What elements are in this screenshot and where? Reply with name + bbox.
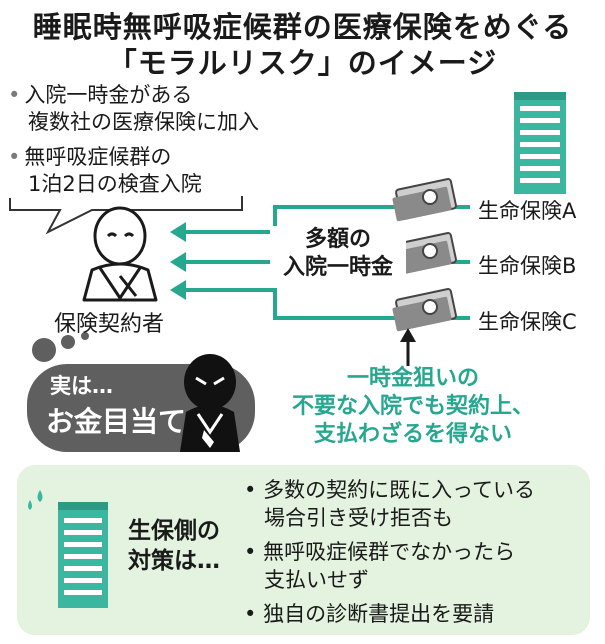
bullet-mark: • — [8, 145, 21, 169]
condition-2: •無呼吸症候群の 1泊2日の検査入院 — [8, 144, 202, 198]
building-icon-top — [514, 92, 566, 194]
measure-1-line-2: 場合引き受け拒否も — [264, 506, 453, 530]
thought-dots — [32, 332, 89, 362]
condition-1-line-2: 複数社の医療保険に加入 — [28, 110, 259, 134]
measures-title-line-2: 対策は… — [128, 548, 220, 574]
title-line-1: 睡眠時無呼吸症候群の医療保険をめぐる — [32, 10, 573, 44]
condition-2-line-1: 無呼吸症候群の — [24, 145, 172, 169]
insurer-issue: 一時金狙いの 不要な入院でも契約上、 支払わざるを得ない — [282, 365, 544, 449]
arrow-heads — [170, 222, 186, 300]
money-bill-icon-c — [392, 288, 457, 332]
bullet-mark: • — [244, 478, 257, 502]
measure-2-line-2: 支払いせず — [264, 568, 369, 592]
secret-line-2: お金目当て — [46, 405, 187, 438]
arrow-company-a — [180, 205, 470, 234]
measure-1-line-1: 多数の契約に既に入っている — [263, 478, 536, 502]
title-line-2: 「モラルリスク」のイメージ — [107, 46, 498, 80]
company-label-b: 生命保険B — [478, 254, 577, 278]
insurer-arrow — [400, 328, 416, 366]
hooded-figure-icon — [180, 354, 240, 452]
person-icon — [82, 206, 158, 302]
money-bill-icon-a — [392, 178, 457, 222]
payment-label: 多額の 入院一時金 — [270, 226, 406, 282]
insurer-issue-line-3: 支払わざるを得ない — [313, 422, 512, 447]
bullet-mark: • — [8, 83, 21, 107]
sweat-drop-icon — [28, 490, 43, 510]
company-label-c: 生命保険C — [478, 310, 577, 334]
condition-1: •入院一時金がある 複数社の医療保険に加入 — [8, 82, 259, 136]
arrow-company-c — [180, 288, 470, 320]
measures-title-line-1: 生保側の — [128, 518, 220, 544]
measures-panel — [17, 465, 590, 635]
bullet-mark: • — [244, 540, 257, 564]
measure-3: • 独自の診断書提出を要請 — [244, 600, 494, 628]
company-label-a: 生命保険A — [478, 199, 577, 223]
payment-label-line-1: 多額の — [304, 227, 371, 252]
measure-2-line-1: 無呼吸症候群でなかったら — [263, 540, 516, 564]
bullet-mark: • — [244, 602, 257, 626]
payment-label-line-2: 入院一時金 — [282, 255, 393, 280]
money-bill-icon-b — [392, 232, 457, 276]
person-label: 保険契約者 — [54, 312, 165, 337]
insurer-issue-line-2: 不要な入院でも契約上、 — [291, 394, 534, 419]
speech-outline — [9, 196, 243, 235]
insurer-issue-line-1: 一時金狙いの — [346, 366, 479, 391]
measure-1: • 多数の契約に既に入っている 場合引き受け拒否も — [244, 476, 535, 532]
secret-line-1: 実は… — [50, 374, 113, 398]
building-icon-bottom — [58, 502, 108, 608]
measure-3-line-1: 独自の診断書提出を要請 — [263, 602, 495, 626]
condition-1-line-1: 入院一時金がある — [24, 83, 193, 107]
condition-2-line-2: 1泊2日の検査入院 — [28, 172, 202, 196]
measure-2: • 無呼吸症候群でなかったら 支払いせず — [244, 538, 515, 594]
measures-title: 生保側の 対策は… — [128, 516, 220, 576]
